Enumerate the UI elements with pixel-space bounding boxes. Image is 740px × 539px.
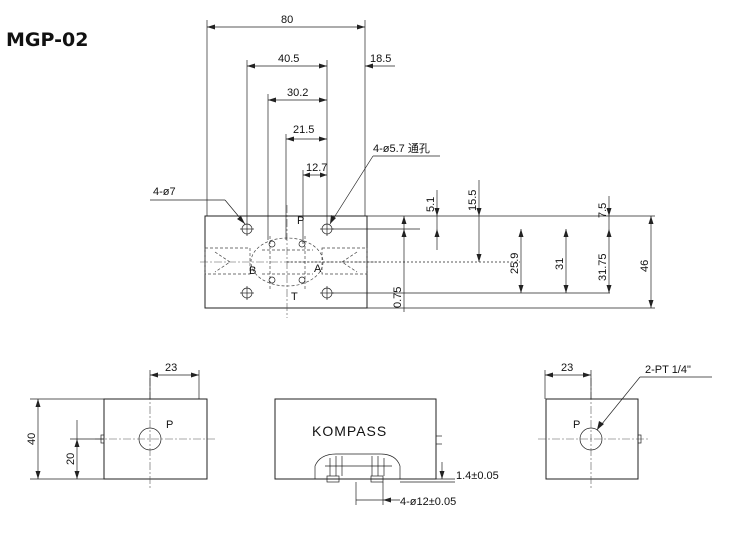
hole-7-callout: 4-ø7 <box>150 186 246 225</box>
top-view: P A B T 80 40.5 18.5 <box>150 14 655 318</box>
port-t-label: T <box>291 291 298 303</box>
bottom-boss <box>314 453 401 479</box>
brand-label: KOMPASS <box>312 423 387 439</box>
svg-text:4-ø7: 4-ø7 <box>153 186 176 198</box>
oring-seat <box>298 276 306 284</box>
front-view-body <box>274 398 437 480</box>
svg-text:46: 46 <box>639 260 651 272</box>
dimension-23-right: 23 <box>544 362 592 399</box>
svg-text:30.2: 30.2 <box>287 87 308 99</box>
dimension-20: 20 <box>65 420 104 479</box>
dimension-31: 31 <box>554 229 569 293</box>
svg-text:4-ø12±0.05: 4-ø12±0.05 <box>400 496 456 508</box>
oring-seat <box>268 276 276 284</box>
hole-through-callout: 4-ø5.7 通孔 <box>329 142 440 225</box>
dimension-5-1: 5.1 <box>425 190 440 250</box>
dimension-0-75: 0.75 <box>392 216 407 312</box>
front-view: KOMPASS 1.4±0.05 4-ø12±0.05 <box>274 398 499 508</box>
dimension-46: 46 <box>639 216 654 308</box>
dimension-80: 80 <box>206 14 366 216</box>
svg-text:40: 40 <box>26 433 38 445</box>
boss-hatch <box>325 456 392 476</box>
dimension-21-5: 21.5 <box>285 124 327 240</box>
dimension-25-9: 25.9 <box>509 229 524 293</box>
mounting-hole <box>240 286 254 300</box>
dimension-23-left: 23 <box>149 362 200 399</box>
right-side-view: P 23 2-PT 1/4" <box>538 362 712 489</box>
dimension-40-5: 40.5 <box>246 53 328 222</box>
svg-text:1.4±0.05: 1.4±0.05 <box>456 470 499 482</box>
model-title: MGP-02 <box>6 29 88 51</box>
svg-text:40.5: 40.5 <box>278 53 299 65</box>
dimension-18-5: 18.5 <box>365 53 395 69</box>
oring-seat <box>298 240 306 248</box>
dimension-15-5: 15.5 <box>467 180 482 262</box>
port-b-label: B <box>249 265 256 277</box>
svg-text:23: 23 <box>561 362 573 374</box>
dimension-1-4: 1.4±0.05 <box>400 462 499 483</box>
svg-text:20: 20 <box>65 453 77 465</box>
svg-text:15.5: 15.5 <box>467 190 479 211</box>
mounting-hole <box>240 222 254 236</box>
svg-text:23: 23 <box>165 362 177 374</box>
port-a-passage <box>321 247 368 275</box>
dimension-12-7: 12.7 <box>302 162 327 244</box>
svg-text:4-ø5.7 通孔: 4-ø5.7 通孔 <box>373 142 430 155</box>
port-b-passage <box>204 247 251 275</box>
svg-text:5.1: 5.1 <box>425 197 437 212</box>
dimension-40: 40 <box>26 398 104 480</box>
svg-text:7.5: 7.5 <box>597 203 609 218</box>
svg-text:31: 31 <box>554 258 566 270</box>
right-view-port-p: P <box>573 419 580 431</box>
svg-text:25.9: 25.9 <box>509 253 521 274</box>
left-side-view: P 23 40 20 <box>26 362 215 489</box>
oring-seat <box>268 240 276 248</box>
svg-text:31.75: 31.75 <box>597 253 609 281</box>
dimension-31-75: 31.75 <box>597 229 612 293</box>
dimension-7-5: 7.5 <box>597 196 612 237</box>
svg-text:80: 80 <box>281 14 293 26</box>
dimension-30-2: 30.2 <box>267 87 327 240</box>
svg-text:18.5: 18.5 <box>370 53 391 65</box>
svg-text:2-PT 1/4": 2-PT 1/4" <box>645 364 691 376</box>
left-view-port-p: P <box>166 419 173 431</box>
port-a-label: A <box>314 263 322 275</box>
svg-text:12.7: 12.7 <box>306 162 327 174</box>
dimension-4-d12: 4-ø12±0.05 <box>355 482 456 508</box>
port-p-label: P <box>297 215 304 227</box>
pt-port-callout: 2-PT 1/4" <box>596 364 712 431</box>
svg-text:0.75: 0.75 <box>392 287 404 308</box>
svg-text:21.5: 21.5 <box>293 124 314 136</box>
